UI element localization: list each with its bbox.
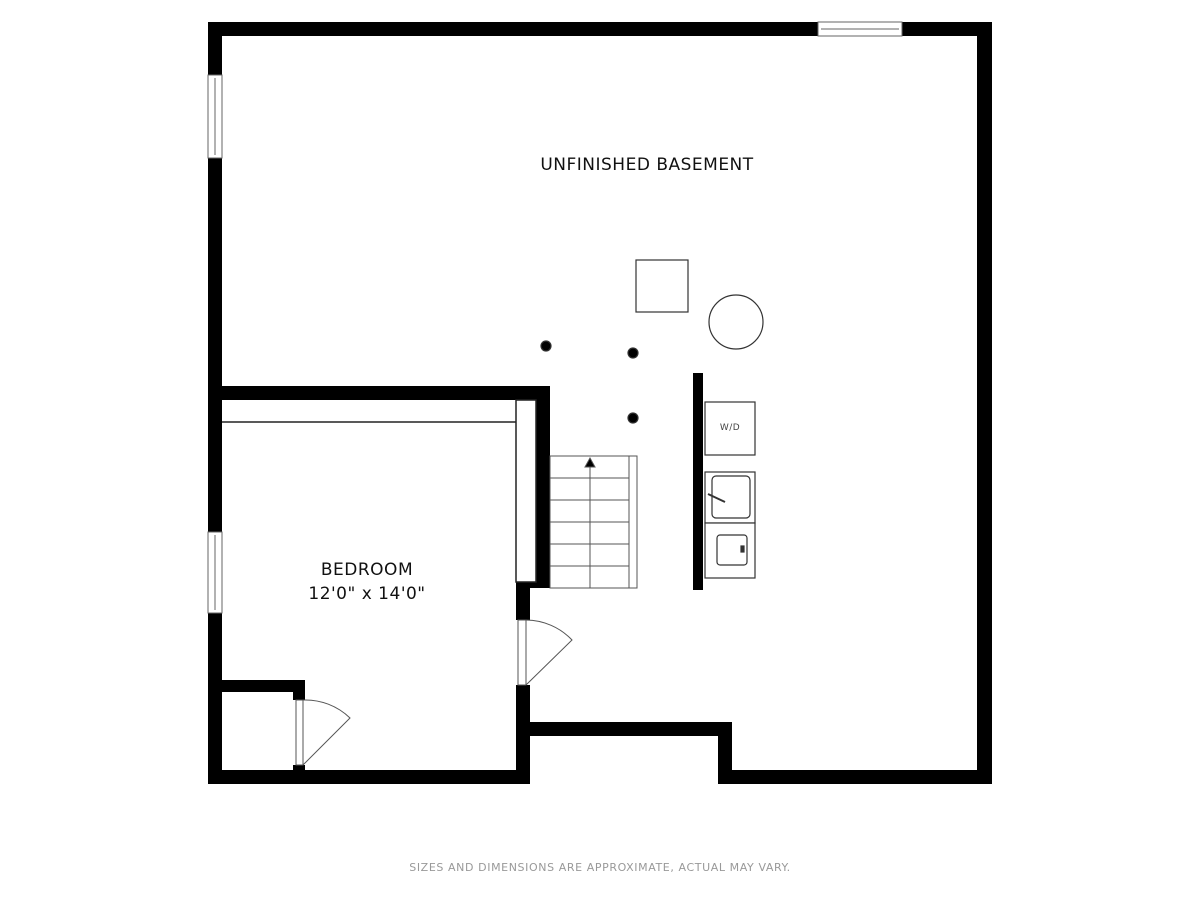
room-dimensions-bedroom: 12'0" x 14'0" xyxy=(308,584,426,604)
walls xyxy=(208,22,992,784)
stairs[interactable] xyxy=(549,455,638,589)
doors[interactable] xyxy=(295,619,573,766)
water-heater xyxy=(708,294,764,350)
washer-dryer xyxy=(704,401,756,456)
disclaimer-text: SIZES AND DIMENSIONS ARE APPROXIMATE, AC… xyxy=(409,861,791,874)
support-post xyxy=(627,347,639,359)
room-label-bedroom: BEDROOM xyxy=(320,560,414,580)
closet-shelf xyxy=(222,399,537,583)
room-label-basement: UNFINISHED BASEMENT xyxy=(540,155,754,175)
furnace xyxy=(635,259,689,313)
support-post xyxy=(540,340,552,352)
washer-dryer-label: W/D xyxy=(719,423,741,433)
windows xyxy=(207,21,903,614)
support-post xyxy=(627,412,639,424)
stairs-up-arrow-icon xyxy=(584,456,596,468)
fixtures xyxy=(540,259,764,579)
